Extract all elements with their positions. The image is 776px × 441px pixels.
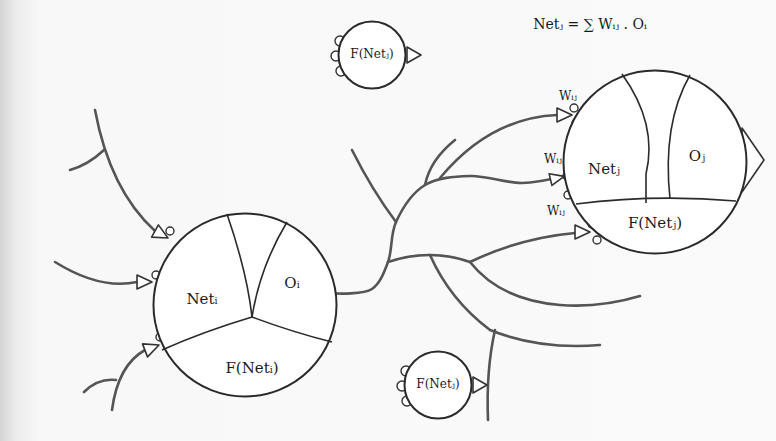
dendrite [70, 150, 104, 170]
cell-membrane [154, 214, 337, 397]
synapse-terminal [143, 344, 160, 357]
receptor-bump [570, 104, 578, 112]
receptor-bumps [152, 36, 601, 406]
formula: Netⱼ = ∑ Wᵢⱼ . Oᵢ [533, 16, 646, 32]
receptor-bump [166, 227, 174, 235]
region-divider [162, 317, 252, 350]
weight-label: Wᵢⱼ [544, 153, 562, 167]
node-text: F(Netⱼ) [416, 378, 459, 392]
axon-branch [440, 115, 557, 178]
node-text: F(Netᵢ) [225, 360, 278, 377]
axon-branch [470, 262, 640, 306]
synapse-terminal [137, 275, 152, 289]
cell-membrane [405, 352, 472, 419]
region-divider [576, 198, 736, 204]
dendrite [84, 380, 116, 392]
axon-connector [336, 176, 564, 294]
axon-branch [430, 255, 600, 346]
region-divider [252, 317, 332, 342]
axon-terminal [407, 47, 421, 63]
neuron-body: F(Netⱼ) [403, 350, 473, 420]
node-text: Oᵢ [284, 275, 299, 292]
dendrite-branches [55, 110, 640, 420]
dendrite [95, 110, 155, 231]
node-text: F(Netⱼ) [628, 215, 682, 232]
receptor-bump [593, 236, 601, 244]
synapse-terminal [557, 108, 572, 122]
synapse-terminal [575, 225, 590, 239]
axon-branch [470, 233, 575, 262]
axon-branch [352, 150, 396, 222]
neuron-body: F(Netⱼ) [337, 20, 407, 90]
axon-branch [488, 330, 495, 420]
weight-label: Wᵢⱼ [547, 205, 565, 219]
node-text: Netⱼ [588, 161, 620, 178]
cell-membrane [339, 22, 406, 89]
region-divider [668, 75, 690, 199]
weight-label: Wᵢⱼ [559, 90, 577, 104]
neuron-body: Netᵢ OᵢF(Netᵢ) [152, 212, 338, 398]
region-divider [227, 214, 252, 317]
axon-branch [388, 255, 470, 262]
region-divider [622, 74, 649, 203]
node-text: Oⱼ [689, 148, 705, 165]
axon-terminal [473, 377, 487, 393]
neuron-body: Netⱼ OⱼF(Netⱼ) [562, 69, 748, 255]
node-text: Netᵢ [186, 291, 217, 308]
region-divider [252, 222, 287, 317]
dendrite [55, 262, 137, 284]
cell-membrane [564, 71, 747, 254]
node-text: F(Netⱼ) [350, 48, 393, 62]
